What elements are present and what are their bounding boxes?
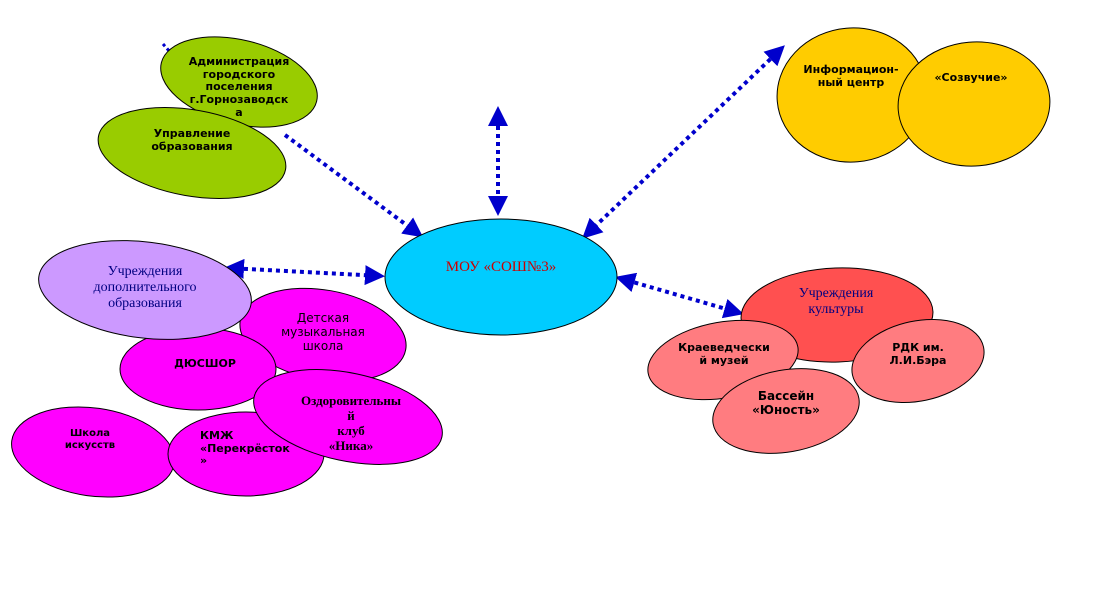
health-club-ellipse: [253, 369, 443, 465]
admin-label: Администрация городского поселения г.Гор…: [188, 55, 290, 119]
connector-culture: [615, 272, 744, 319]
info-center-label: Информацион- ный центр: [803, 63, 899, 89]
rdk-ellipse: [851, 318, 985, 404]
connector-info: [582, 45, 785, 239]
connector-dop: [224, 258, 385, 286]
health-club-label: Оздоровительны й клуб «Ника»: [300, 393, 402, 453]
kmzh-label: КМЖ «Перекрёсток »: [200, 429, 290, 468]
culture-label: Учреждения культуры: [798, 286, 874, 318]
connector-admin: [283, 133, 424, 238]
music-school-label: Детская музыкальная школа: [281, 311, 365, 353]
sozvuchie-ellipse: [897, 41, 1051, 167]
sozvuchie-label: «Созвучие»: [934, 71, 1008, 84]
dop-edu-label: Учреждения дополнительного образования: [93, 264, 197, 312]
center-label: МОУ «СОШ№3»: [445, 259, 557, 275]
rdk-label: РДК им. Л.И.Бэра: [889, 341, 947, 367]
art-school-label: Школа искусств: [64, 428, 116, 451]
museum-label: Краеведчески й музей: [678, 341, 770, 367]
dop-edu-ellipse: [38, 240, 252, 340]
pool-label: Бассейн «Юность»: [752, 389, 820, 417]
pool-ellipse: [712, 368, 860, 454]
art-school-ellipse: [11, 406, 175, 498]
center-ellipse: [384, 218, 618, 336]
education-ellipse: [97, 107, 287, 199]
education-label: Управление образования: [151, 127, 233, 153]
dyussh-label: ДЮСШОР: [174, 357, 236, 370]
